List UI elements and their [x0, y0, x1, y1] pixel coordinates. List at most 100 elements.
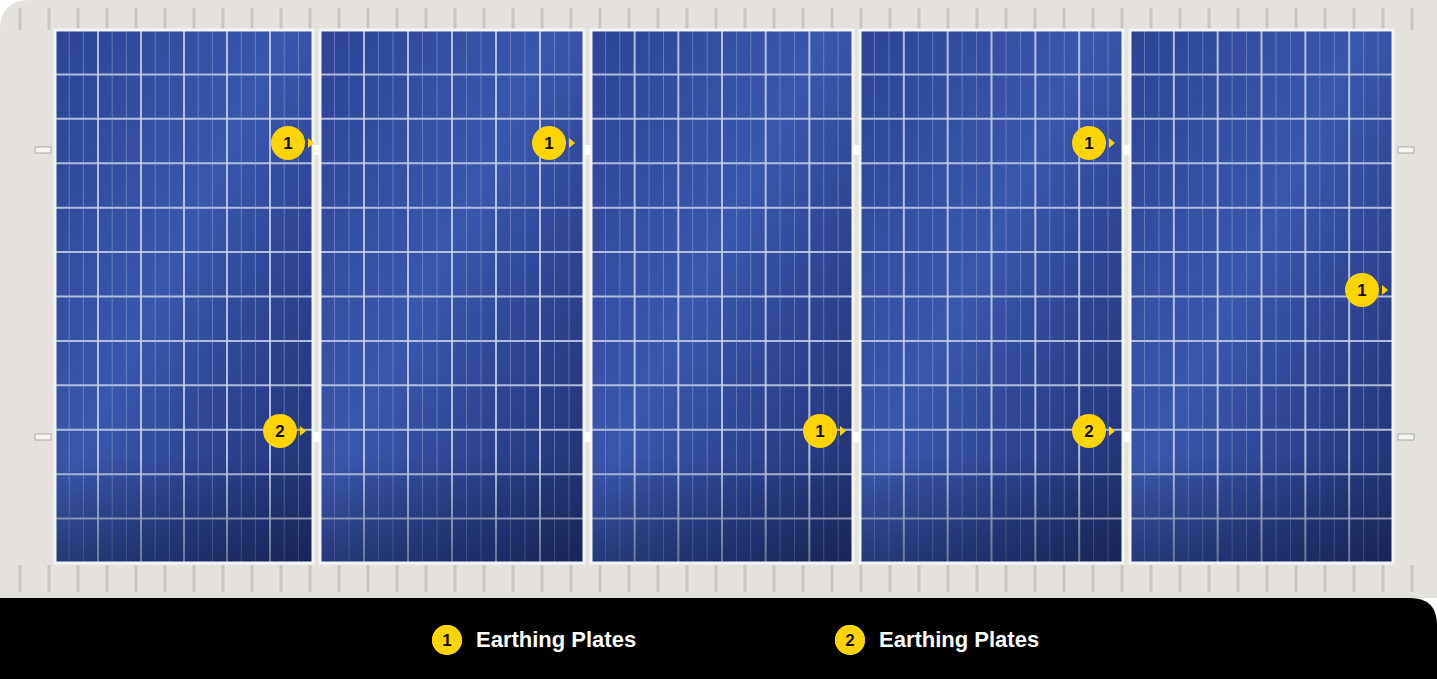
end-clamp [1398, 434, 1414, 440]
roof-rib [1150, 565, 1153, 592]
roof-rib [599, 8, 602, 30]
roof-rib [1121, 565, 1124, 592]
roof-rib [396, 8, 399, 30]
callout-pointer [300, 426, 306, 436]
legend-text: Earthing Plates [879, 629, 1039, 651]
callout-circle: 1 [271, 126, 305, 160]
roof-rib [309, 565, 312, 592]
callout-circle: 1 [432, 625, 462, 655]
roof-rib [106, 8, 109, 30]
roof-rib [1063, 565, 1066, 592]
roof-rib [976, 8, 979, 30]
roof-rib [1005, 565, 1008, 592]
roof-rib [1324, 8, 1327, 30]
roof-rib [77, 8, 80, 30]
roof-rib [744, 8, 747, 30]
roof-rib [715, 8, 718, 30]
roof-rib [918, 565, 921, 592]
roof-rib [570, 565, 573, 592]
roof-rib [773, 8, 776, 30]
roof-rib [454, 8, 457, 30]
roof-rib [1382, 8, 1385, 30]
roof-rib [19, 565, 22, 592]
roof-rib [338, 8, 341, 30]
roof-rib [483, 8, 486, 30]
roof-rib [1092, 565, 1095, 592]
roof-rib [657, 565, 660, 592]
roof-rib [541, 8, 544, 30]
end-clamp [35, 434, 51, 440]
callout-number: 1 [442, 632, 451, 649]
legend-text: Earthing Plates [476, 629, 636, 651]
roof-surface [0, 0, 1437, 598]
roof-rib [831, 565, 834, 592]
callout-number: 1 [283, 135, 292, 152]
roof-rib [396, 565, 399, 592]
roof-rib [831, 8, 834, 30]
callout-pointer [1382, 285, 1388, 295]
roof-rib [657, 8, 660, 30]
roof-rib [976, 565, 979, 592]
solar-panel [1130, 30, 1393, 563]
roof-rib [773, 565, 776, 592]
solar-panel [591, 30, 853, 563]
roof-rib [1092, 8, 1095, 30]
roof-rib [1179, 565, 1182, 592]
earthing-plate [585, 432, 591, 442]
roof-rib [599, 565, 602, 592]
roof-rib [222, 8, 225, 30]
roof-rib [367, 565, 370, 592]
roof-rib [1237, 8, 1240, 30]
roof-rib [48, 565, 51, 592]
roof-rib [1295, 8, 1298, 30]
roof-rib [425, 8, 428, 30]
roof-rib [193, 565, 196, 592]
earthing-plate [585, 145, 591, 155]
roof-rib [947, 565, 950, 592]
roof-rib [802, 565, 805, 592]
roof-rib [251, 565, 254, 592]
roof-rib [1208, 8, 1211, 30]
roof-rib [367, 8, 370, 30]
callout-number: 2 [845, 632, 854, 649]
earthing-plate [314, 145, 320, 155]
roof-rib [309, 8, 312, 30]
solar-panel [55, 30, 313, 563]
roof-rib [802, 8, 805, 30]
callout-pointer [1109, 426, 1115, 436]
roof-rib [1411, 565, 1414, 592]
callout-number: 1 [1357, 282, 1366, 299]
roof-rib [860, 565, 863, 592]
roof-rib [280, 8, 283, 30]
roof-rib [48, 8, 51, 30]
callout-circle: 2 [263, 414, 297, 448]
roof-rib [338, 565, 341, 592]
solar-panel [320, 30, 584, 563]
callout-circle: 1 [803, 414, 837, 448]
roof-rib [512, 8, 515, 30]
roof-rib [918, 8, 921, 30]
roof-rib [1353, 8, 1356, 30]
roof-rib [164, 565, 167, 592]
roof-rib [686, 565, 689, 592]
roof-rib [280, 565, 283, 592]
earthing-plate [1124, 432, 1130, 442]
roof-rib [541, 565, 544, 592]
callout-pointer [569, 138, 575, 148]
callout-number: 1 [1084, 135, 1093, 152]
callout-number: 2 [1084, 423, 1093, 440]
roof-rib [1208, 565, 1211, 592]
roof-rib [628, 8, 631, 30]
roof-rib [135, 565, 138, 592]
callout-number: 1 [544, 135, 553, 152]
callout-circle: 1 [1072, 126, 1106, 160]
roof-rib [512, 565, 515, 592]
roof-rib [1382, 565, 1385, 592]
roof-rib [454, 565, 457, 592]
roof-rib [425, 565, 428, 592]
roof-rib [1063, 8, 1066, 30]
roof-rib [222, 565, 225, 592]
roof-rib [1034, 565, 1037, 592]
roof-rib [570, 8, 573, 30]
